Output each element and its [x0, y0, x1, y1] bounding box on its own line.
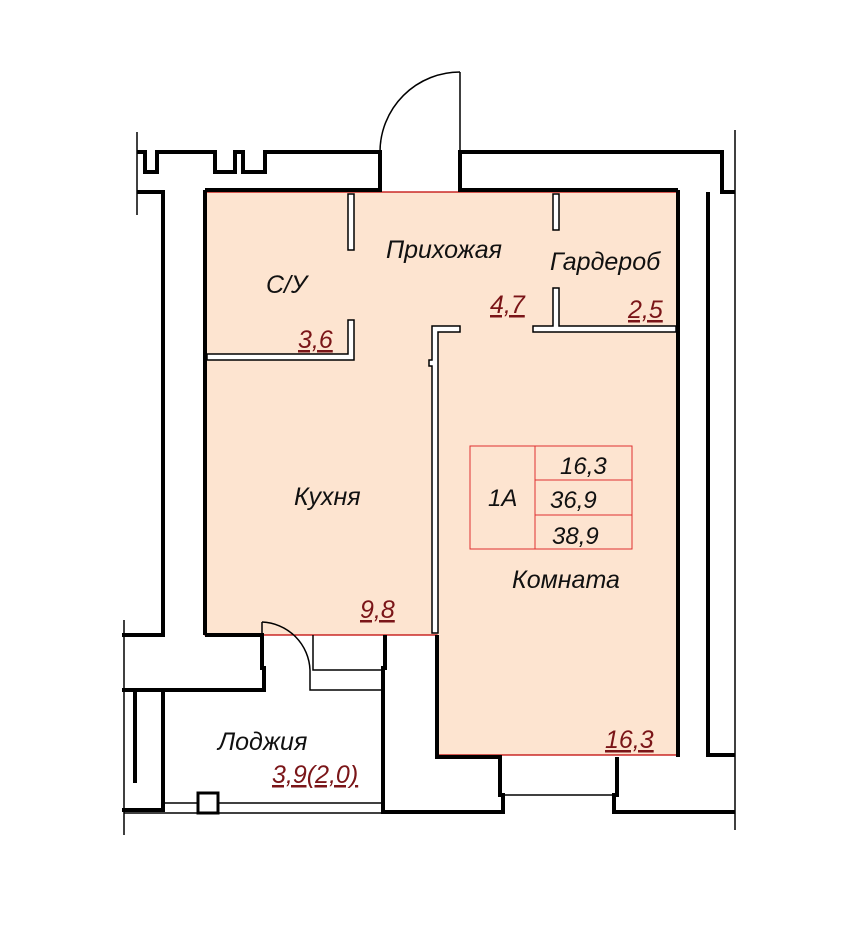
living-room-area: 16,3 [605, 726, 654, 754]
total-area: 36,9 [550, 487, 597, 514]
kitchen-label: Кухня [294, 483, 361, 511]
entrance-door [379, 71, 461, 153]
kitchen-area: 9,8 [360, 596, 395, 624]
loggia-area: 3,9(2,0) [272, 761, 358, 789]
wardrobe-area: 2,5 [627, 296, 663, 324]
exterior-walls [122, 130, 736, 835]
loggia-door [261, 621, 311, 671]
apartment-id: 1А [488, 485, 517, 512]
hallway-label: Прихожая [386, 236, 502, 264]
apartment-summary-box: 1А 16,3 36,9 38,9 [469, 445, 633, 550]
living-room-label: Комната [512, 566, 620, 594]
total-area-with-loggia: 38,9 [552, 523, 599, 550]
loggia-label: Лоджия [216, 728, 307, 756]
interior-partitions [206, 193, 677, 634]
bathroom-label: С/У [266, 271, 310, 299]
hallway-area: 4,7 [490, 291, 526, 319]
bathroom-area: 3,6 [298, 326, 333, 354]
living-area: 16,3 [560, 453, 607, 480]
wardrobe-label: Гардероб [550, 248, 661, 276]
